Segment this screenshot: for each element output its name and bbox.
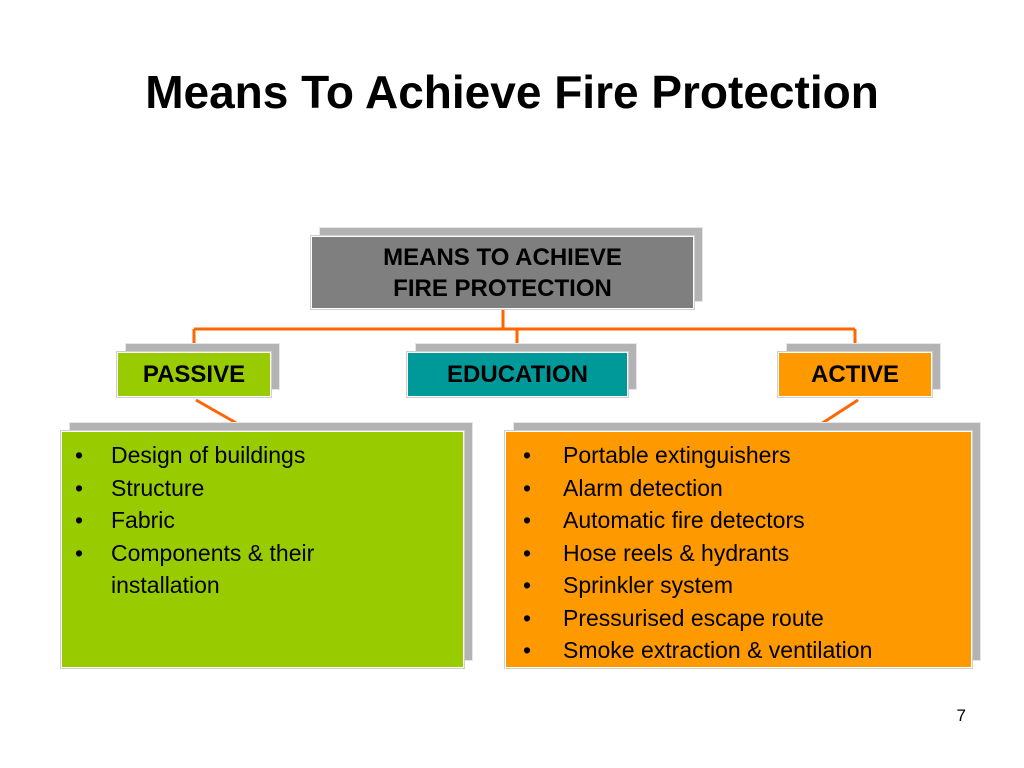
bullet-icon: • [75,474,84,501]
bullet-icon: • [523,474,532,501]
active-list: •Portable extinguishers •Alarm detection… [518,439,872,667]
active-list-box: •Portable extinguishers •Alarm detection… [505,431,972,668]
bullet-icon: • [523,637,532,663]
bullet-icon: • [523,442,532,468]
bullet-icon: • [523,507,532,533]
page-number: 7 [956,706,966,725]
list-item: •Components & their installation [70,537,371,602]
root-label-line2: FIRE PROTECTION [393,274,612,302]
passive-box: PASSIVE [117,352,271,397]
education-box: EDUCATION [407,352,628,397]
active-label: ACTIVE [810,360,899,388]
bullet-icon: • [75,442,84,468]
list-item: •Pressurised escape route [518,602,872,635]
list-item: •Design of buildings [70,439,371,472]
slide-title: Means To Achieve Fire Protection [145,66,879,118]
passive-list: •Design of buildings •Structure •Fabric … [70,439,371,602]
passive-list-connector [195,398,239,426]
passive-list-box: •Design of buildings •Structure •Fabric … [61,431,464,668]
bullet-icon: • [523,604,532,631]
root-box: MEANS TO ACHIEVE FIRE PROTECTION [311,236,694,309]
list-item: •Hose reels & hydrants [518,537,872,570]
bullet-icon: • [523,572,532,598]
list-item: •Smoke extraction & ventilation [518,634,872,667]
list-item: •Fabric [70,504,371,537]
list-item: •Portable extinguishers [518,439,872,472]
list-item: •Automatic fire detectors [518,504,872,537]
education-label: EDUCATION [447,360,588,388]
bullet-icon: • [75,539,84,566]
active-list-connector [820,398,859,426]
root-label-line1: MEANS TO ACHIEVE [383,243,622,271]
bullet-icon: • [75,507,84,533]
passive-label: PASSIVE [142,360,246,388]
list-item: •Structure [70,472,371,505]
active-box: ACTIVE [778,352,932,397]
list-item: •Sprinkler system [518,569,872,602]
list-item: •Alarm detection [518,472,872,505]
bullet-icon: • [523,539,532,566]
